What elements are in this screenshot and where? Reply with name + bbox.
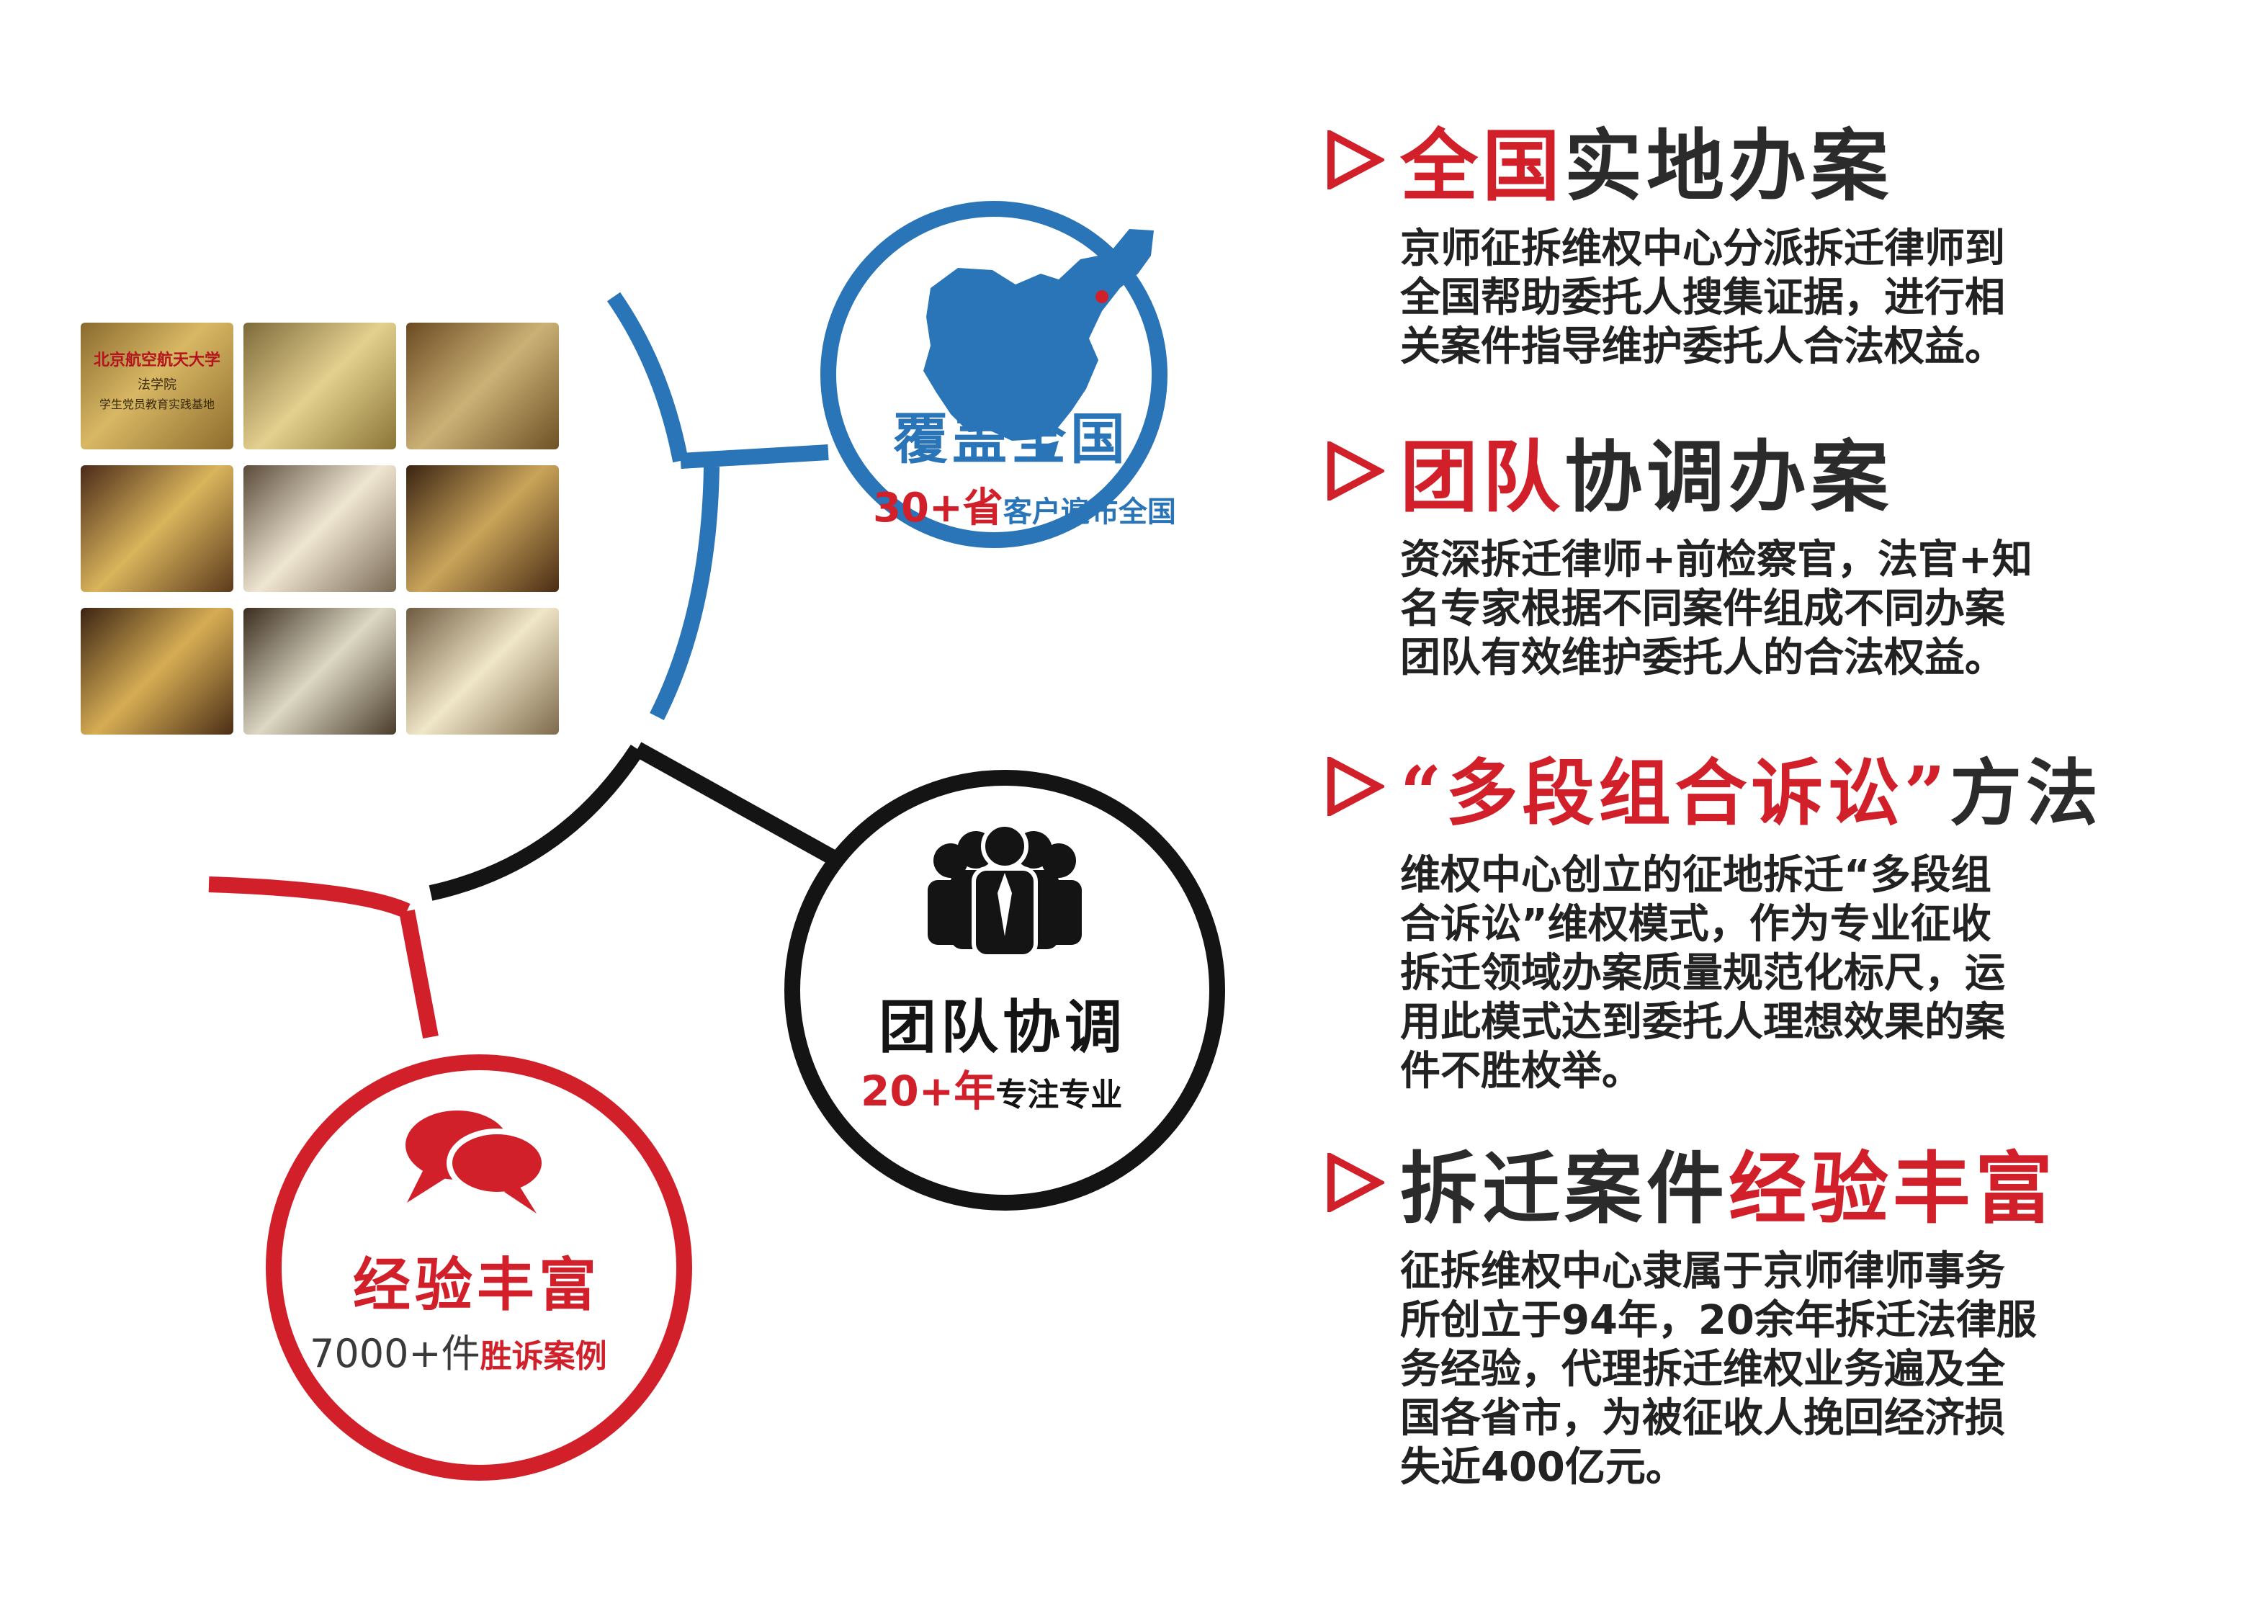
experience-subtitle: 7000+件胜诉案例 (310, 1322, 607, 1378)
blue-connector-link (680, 444, 829, 469)
china-map-icon (923, 229, 1154, 461)
section-title: “多段组合诉讼”方法 (1400, 750, 2103, 835)
coverage-stat-text: 客户遍布全国 (1003, 495, 1176, 529)
plaque-5 (243, 465, 396, 592)
section-body: 资深拆迁律师+前检察官，法官+知名专家根据不同案件组成不同办案团队有效维护委托人… (1400, 537, 2032, 681)
experience-title: 经验丰富 (353, 1252, 601, 1319)
plaque-caption-3: 学生党员教育实践基地 (99, 398, 215, 411)
plaque-grid: 北京航空航天大学 法学院 学生党员教育实践基地 (81, 323, 560, 742)
section-body: 维权中心创立的征地拆迁“多段组合诉讼”维权模式，作为专业征收拆迁领域办案质量规范… (1400, 852, 2005, 1095)
section-title: 团队协调办案 (1400, 432, 1893, 523)
section-team: 团队协调办案 资深拆迁律师+前检察官，法官+知名专家根据不同案件组成不同办案团队… (1325, 428, 2120, 683)
section-body: 京师征拆维权中心分派拆迁律师到全国帮助委托人搜集证据，进行相关案件指导维护委托人… (1400, 225, 2005, 370)
team-people-icon (928, 822, 1082, 959)
team-title: 团队协调 (879, 994, 1126, 1061)
plaque-1: 北京航空航天大学 法学院 学生党员教育实践基地 (81, 323, 233, 449)
plaque-4 (81, 465, 233, 592)
play-triangle-icon (1327, 441, 1384, 501)
plaque-caption-1: 北京航空航天大学 (93, 351, 220, 369)
experience-stat: 7000+件 (310, 1331, 480, 1376)
blue-connector-upper (606, 292, 689, 463)
team-subtitle: 20+年专注专业 (861, 1057, 1122, 1118)
red-connector-drop (399, 909, 439, 1039)
experience-stat-text: 胜诉案例 (480, 1338, 607, 1375)
plaque-8 (243, 608, 396, 735)
section-title: 全国实地办案 (1400, 121, 1893, 212)
section-method: “多段组合诉讼”方法 维权中心创立的征地拆迁“多段组合诉讼”维权模式，作为专业征… (1325, 743, 2120, 1096)
speech-bubbles-icon (405, 1111, 547, 1213)
play-triangle-icon (1327, 1153, 1384, 1212)
blue-connector-lower (650, 466, 720, 720)
section-experience: 拆迁案件经验丰富 征拆维权中心隶属于京师律师事务所创立于94年，20余年拆迁法律… (1325, 1139, 2120, 1492)
black-connector-arc (429, 744, 645, 901)
plaque-7 (81, 608, 233, 735)
plaque-2 (243, 323, 396, 449)
plaque-3 (406, 323, 559, 449)
plaque-9 (406, 608, 559, 735)
section-body: 征拆维权中心隶属于京师律师事务所创立于94年，20余年拆迁法律服务经验，代理拆迁… (1400, 1248, 2037, 1491)
black-connector-link (633, 742, 836, 864)
red-connector-top (208, 876, 411, 919)
team-stat-text: 专注专业 (995, 1077, 1123, 1113)
play-triangle-icon (1327, 757, 1384, 816)
plaque-caption-2: 法学院 (138, 377, 176, 392)
coverage-stat: 30+省 (873, 485, 1003, 531)
play-triangle-icon (1327, 130, 1384, 189)
coverage-title: 覆盖全国 (893, 407, 1129, 471)
section-title: 拆迁案件经验丰富 (1400, 1144, 2058, 1234)
team-stat: 20+年 (861, 1067, 996, 1116)
plaque-6 (406, 465, 559, 592)
team-ring (784, 770, 1225, 1211)
coverage-subtitle: 30+省客户遍布全国 (873, 475, 1176, 534)
section-national: 全国实地办案 京师征拆维权中心分派拆迁律师到全国帮助委托人搜集证据，进行相关案件… (1325, 117, 2120, 372)
experience-ring (266, 1054, 692, 1481)
